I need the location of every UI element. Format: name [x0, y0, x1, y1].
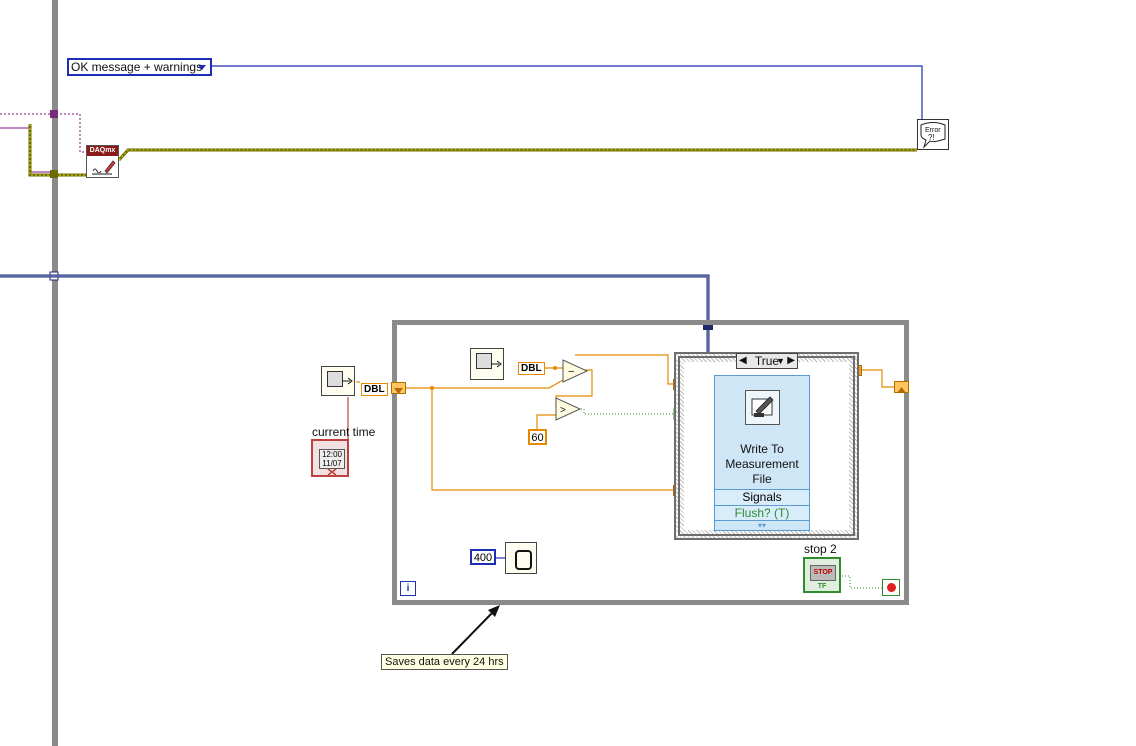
- tick-count-inner-node[interactable]: [470, 348, 504, 380]
- chevron-down-icon[interactable]: [198, 65, 206, 70]
- wire-junction-2: [553, 366, 557, 370]
- flush-terminal[interactable]: Flush? (T): [715, 505, 809, 521]
- task-ref-wire: [0, 127, 52, 173]
- boolean-tf-label: TF: [817, 583, 827, 590]
- stop-button-terminal[interactable]: STOP TF: [803, 557, 841, 593]
- daqmx-clear-task-icon: [92, 160, 116, 175]
- wait-ms-node[interactable]: [505, 542, 537, 574]
- case-selector-value: True: [754, 354, 780, 368]
- stop-button-face: STOP: [810, 565, 836, 581]
- error-mode-ring-value: OK message + warnings: [71, 60, 203, 74]
- loop-tunnel-ref: [703, 320, 713, 330]
- sequence-frame-edge: [52, 0, 58, 746]
- time-wire-subtract-in: [432, 379, 564, 389]
- case-selector-label[interactable]: ◀ True ▼ ▶: [736, 353, 798, 369]
- comment-arrowhead: [488, 605, 500, 617]
- frame-tunnel-purple: [50, 110, 58, 118]
- free-label-comment: Saves data every 24 hrs: [381, 654, 508, 670]
- time-wire-const: [536, 414, 556, 430]
- iteration-terminal: i: [400, 581, 416, 596]
- error-cluster-wire-right-inner: [118, 149, 917, 161]
- write-to-measurement-file-express-vi[interactable]: Write To Measurement File Signals Flush?…: [714, 375, 810, 531]
- current-time-label: current time: [312, 425, 376, 439]
- time-wire-case-out: [853, 369, 895, 388]
- comment-arrow: [451, 611, 494, 655]
- while-loop[interactable]: [392, 320, 909, 605]
- svg-text:?!: ?!: [928, 133, 935, 142]
- current-time-indicator[interactable]: 12:00 11/07: [311, 439, 349, 477]
- error-mode-ring[interactable]: OK message + warnings: [67, 58, 212, 76]
- constant-60[interactable]: 60: [528, 429, 547, 445]
- shift-register-left[interactable]: [391, 382, 406, 394]
- subtract-symbol: −: [568, 366, 574, 378]
- stop-if-true-icon: [887, 583, 896, 592]
- current-time-face: 12:00 11/07: [319, 449, 345, 469]
- case-next-icon[interactable]: ▶: [787, 355, 795, 366]
- frame-tunnel-error: [50, 170, 58, 178]
- case-prev-icon[interactable]: ◀: [739, 355, 747, 366]
- greater-node[interactable]: [555, 397, 582, 421]
- wait-constant[interactable]: 400: [470, 549, 496, 565]
- svg-text:Error: Error: [925, 127, 941, 134]
- error-cluster-wire-inner: [29, 124, 86, 176]
- stop-wire: [842, 575, 882, 589]
- subtract-node[interactable]: [562, 359, 589, 383]
- dbl-convert-inner[interactable]: DBL: [518, 362, 545, 375]
- clock-screen-icon: [327, 371, 343, 387]
- time-wire-to-case: [575, 354, 675, 385]
- tick-count-outer-node[interactable]: [321, 366, 355, 396]
- shift-register-right[interactable]: [894, 381, 909, 393]
- shift-register-down-icon: [394, 388, 403, 394]
- daqmx-clear-task-node[interactable]: DAQmx: [86, 145, 119, 178]
- daqmx-header: DAQmx: [87, 146, 118, 156]
- loop-condition-terminal[interactable]: [882, 579, 900, 596]
- signals-terminal[interactable]: Signals: [715, 489, 809, 505]
- error-cluster-wire-right: [117, 148, 917, 162]
- indicator-x-icon: [327, 468, 337, 476]
- arrow-right-icon-inner: [491, 360, 502, 368]
- chevron-down-icon-case[interactable]: ▼: [776, 356, 785, 366]
- shift-register-up-icon: [897, 387, 906, 393]
- wire-junction: [430, 386, 434, 390]
- expand-terminals-icon[interactable]: ▾▾: [715, 520, 809, 530]
- error-mode-wire: [212, 65, 923, 120]
- watch-icon: [515, 550, 532, 570]
- time-wire-shift: [392, 387, 675, 491]
- task-ref-wire-2: [0, 113, 88, 153]
- dbl-convert-outer[interactable]: DBL: [361, 383, 388, 396]
- write-file-icon: [745, 390, 780, 425]
- simple-error-handler-node[interactable]: Error ?!: [917, 119, 949, 150]
- arrow-right-icon: [342, 377, 353, 385]
- stop-label: stop 2: [804, 542, 837, 556]
- express-vi-title: Write To Measurement File: [725, 442, 799, 486]
- greater-symbol: >: [560, 405, 566, 416]
- clock-screen-icon-inner: [476, 353, 492, 369]
- error-dialog-icon: Error ?!: [920, 122, 946, 149]
